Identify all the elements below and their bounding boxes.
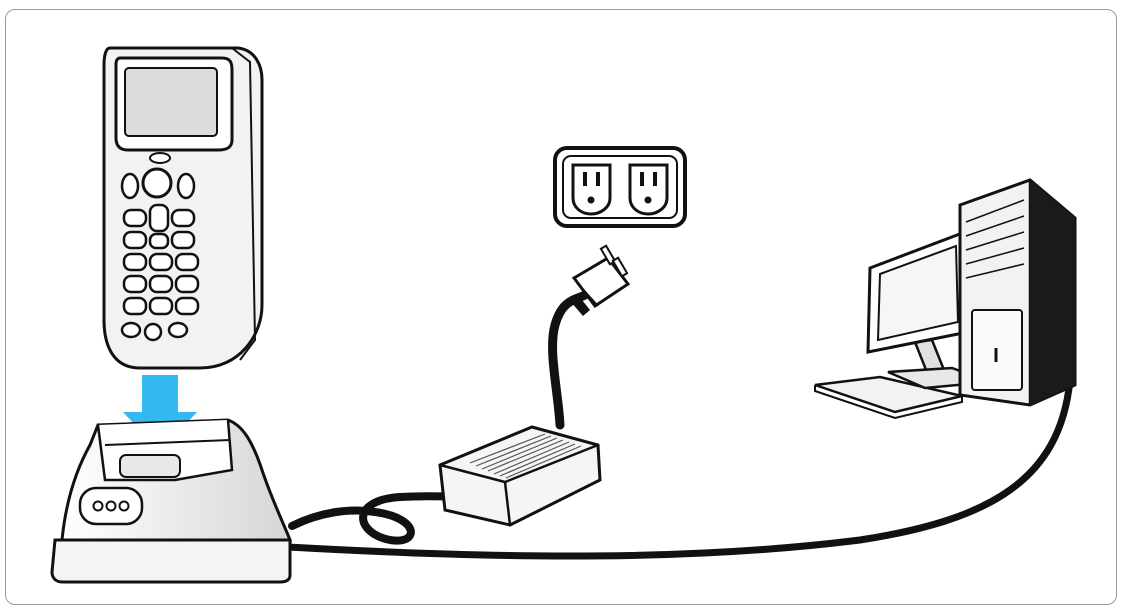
power-plug-icon: [571, 244, 631, 316]
insert-arrow-icon: [123, 375, 197, 452]
charging-cradle-icon: [50, 418, 293, 584]
wall-outlet-icon: [553, 146, 687, 228]
power-adapter-icon: [438, 425, 602, 527]
desktop-pc-icon: [814, 178, 1077, 420]
cradle-to-pc-cable: [284, 376, 1074, 560]
adapter-cable: [288, 492, 476, 545]
barcode-terminal-icon: [102, 46, 264, 370]
plug-cable: [548, 290, 590, 430]
